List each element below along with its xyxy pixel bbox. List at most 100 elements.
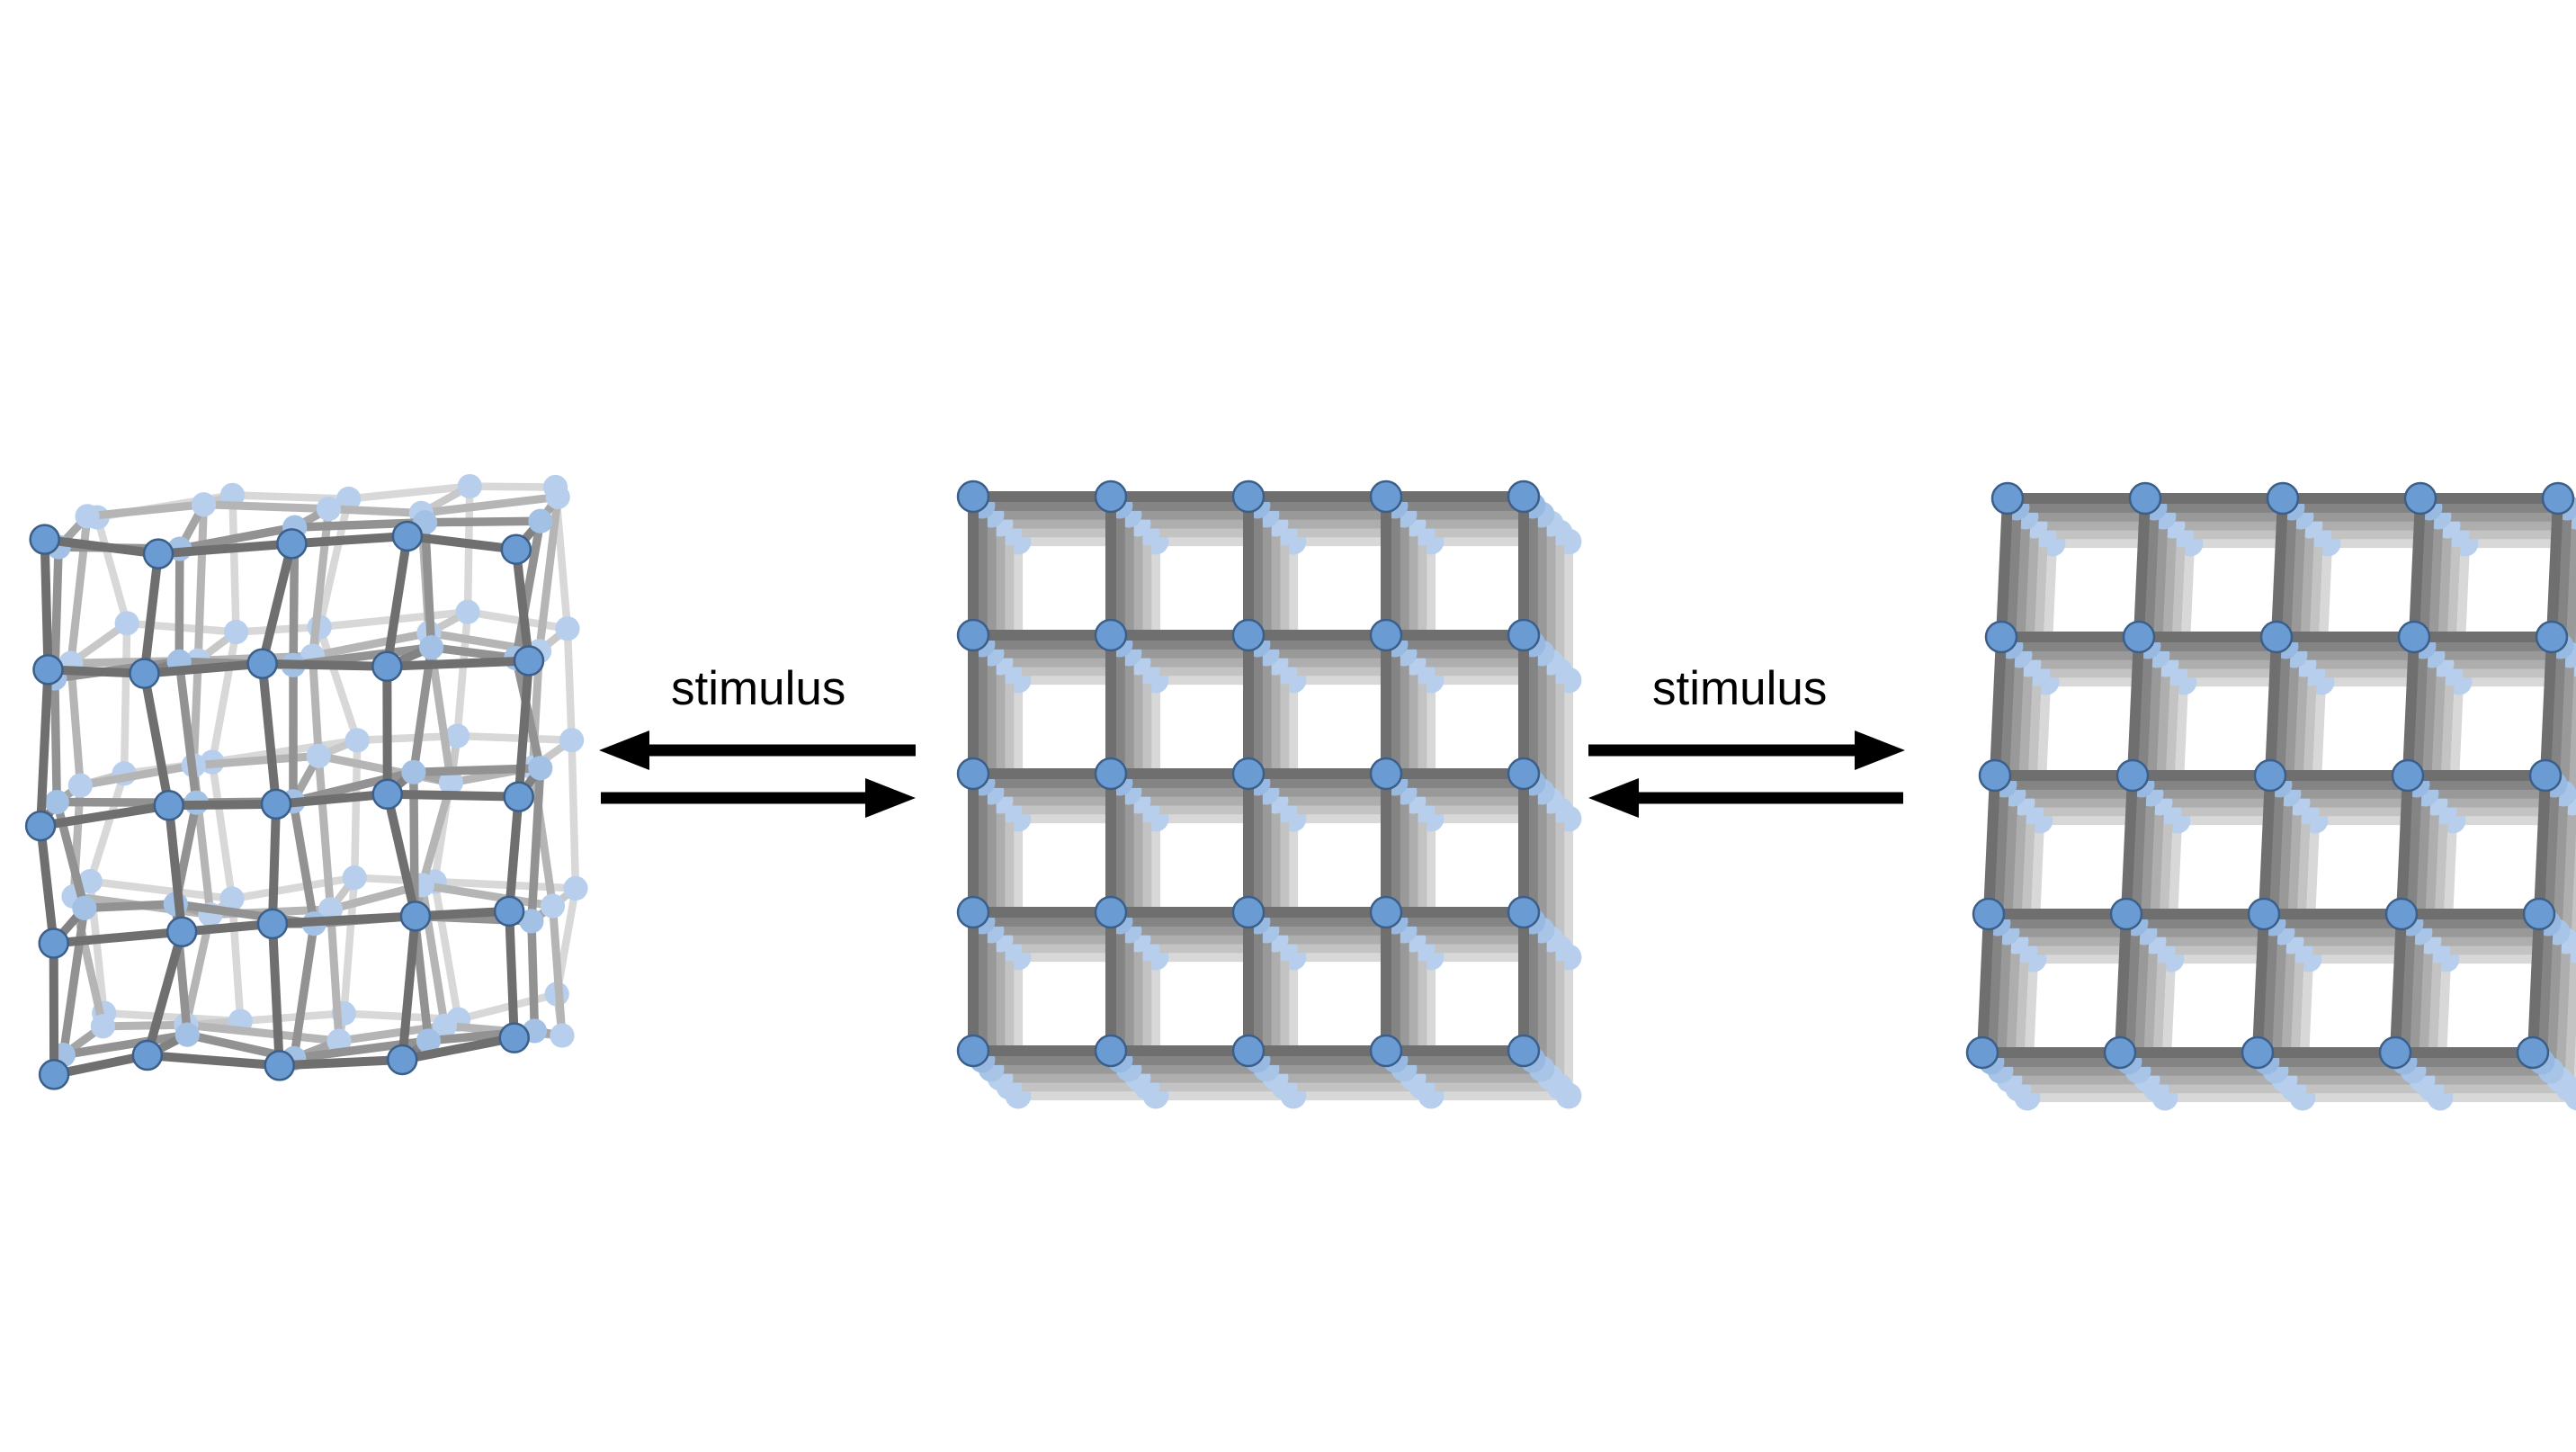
lattice-node: [498, 1022, 530, 1053]
lattice-node: [129, 658, 160, 689]
lattice-strut: [527, 917, 540, 1035]
lattice-strut: [2546, 493, 2563, 642]
lattice-node: [114, 611, 139, 636]
lattice-node: [1094, 895, 1128, 929]
lattice-strut: [2252, 909, 2269, 1058]
lattice-strut: [257, 659, 282, 809]
lattice-strut: [430, 877, 462, 1024]
lattice-strut: [2261, 918, 2278, 1067]
lattice-strut: [535, 492, 562, 656]
lattice-strut: [49, 927, 187, 948]
lattice-node: [1369, 895, 1403, 929]
lattice-strut: [2271, 493, 2288, 642]
lattice-node: [1972, 897, 2006, 931]
lattice-node: [1094, 757, 1128, 791]
lattice-strut: [142, 1051, 284, 1071]
lattice-node: [318, 897, 344, 922]
lattice-strut: [2411, 641, 2428, 790]
lattice-strut: [2549, 641, 2566, 790]
lattice-strut: [563, 624, 576, 744]
lattice-node: [500, 533, 532, 565]
lattice-node: [344, 728, 370, 753]
lattice-node: [956, 1034, 990, 1068]
lattice-strut: [274, 1054, 407, 1071]
lattice-node: [1094, 618, 1128, 652]
lattice-strut: [164, 799, 282, 811]
lattice-strut: [2390, 909, 2407, 1058]
lattice-node: [2397, 620, 2431, 654]
lattice-strut: [290, 919, 318, 1063]
lattice-node: [191, 492, 217, 517]
lattice-strut: [2552, 788, 2569, 937]
lattice-node: [2122, 620, 2156, 654]
lattice-node: [246, 648, 278, 679]
lattice-strut: [382, 789, 523, 802]
lattice-strut: [568, 736, 580, 892]
lattice-strut: [40, 534, 53, 675]
lattice-strut: [463, 607, 572, 632]
lattice-node: [493, 895, 525, 928]
lattice-node: [77, 869, 103, 894]
lattice-node: [174, 1022, 200, 1047]
lattice-node: [90, 1014, 116, 1039]
lattice-node: [32, 654, 64, 686]
lattice-strut: [2265, 632, 2282, 781]
lattice-strut: [315, 623, 362, 745]
lattice-node: [1507, 480, 1541, 514]
lattice-node: [956, 757, 990, 791]
lattice-strut: [182, 1020, 344, 1045]
lattice-strut: [527, 764, 545, 926]
lattice-node: [2266, 481, 2300, 515]
lattice-strut: [189, 656, 202, 770]
lattice-node: [391, 520, 424, 552]
lattice-strut: [344, 482, 474, 503]
lattice-node: [131, 1039, 164, 1071]
lattice-strut: [2280, 502, 2297, 651]
lattice-node: [1369, 618, 1403, 652]
lattice-node: [444, 723, 470, 748]
lattice-strut: [58, 1030, 192, 1060]
lattice-strut: [58, 903, 89, 1060]
lattice-node: [956, 618, 990, 652]
lattice-strut: [549, 901, 567, 1040]
lattice-strut: [511, 544, 533, 666]
lattice-strut: [2396, 770, 2413, 919]
lattice-strut: [2561, 797, 2576, 946]
right-stimulus-label: stimulus: [1652, 662, 1828, 715]
lattice-node: [559, 728, 585, 753]
lattice-node: [2259, 620, 2294, 654]
lattice-strut: [426, 642, 521, 663]
lattice-node: [342, 865, 367, 891]
lattice-strut: [2127, 632, 2144, 781]
lattice-strut: [2274, 641, 2291, 790]
lattice-node: [2528, 758, 2563, 793]
lattice-node: [72, 895, 97, 920]
lattice-strut: [2545, 927, 2563, 1076]
lattice-strut: [505, 792, 523, 916]
lattice-node: [2522, 897, 2556, 931]
lattice-node: [956, 480, 990, 514]
lattice-strut: [228, 491, 240, 636]
lattice-layer: [956, 480, 1541, 1068]
lattice-node: [1990, 481, 2025, 515]
lattice-node: [550, 1023, 575, 1048]
lattice-node: [1369, 1034, 1403, 1068]
lattice-strut: [2399, 918, 2416, 1067]
lattice-strut: [402, 531, 521, 554]
lattice-node: [513, 645, 545, 677]
lattice-strut: [272, 789, 392, 809]
lattice-node: [2378, 1035, 2412, 1070]
lattice-strut: [453, 731, 576, 744]
lattice-node: [1984, 620, 2018, 654]
lattice-strut: [120, 619, 131, 778]
lattice-node: [545, 484, 570, 510]
lattice-node: [432, 1013, 458, 1038]
lattice-node: [2253, 758, 2287, 793]
lattice-strut: [267, 799, 282, 928]
lattice-node: [2128, 481, 2162, 515]
left-stimulus-label: stimulus: [671, 662, 846, 715]
lattice-strut: [98, 1020, 191, 1031]
lattice-strut: [410, 906, 514, 921]
lattice-node: [419, 635, 444, 660]
lattice-strut: [175, 523, 300, 553]
